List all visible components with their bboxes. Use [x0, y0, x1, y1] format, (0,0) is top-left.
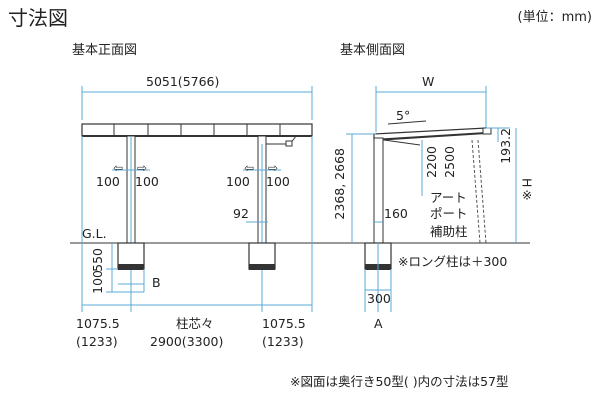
- ground-level-label: G.L.: [82, 226, 107, 241]
- arrow-left-icon: ⇦: [244, 161, 255, 175]
- offset-left-a: 100: [96, 174, 120, 189]
- w-label: W: [422, 74, 435, 89]
- arm-label-2: ポート: [430, 206, 468, 221]
- height-2500-label: 2500: [442, 146, 457, 178]
- height-193-label: 193.2: [498, 128, 513, 164]
- offset-right-a: 100: [135, 174, 159, 189]
- roof-ribs-front: [113, 124, 281, 136]
- post-width-label: 92: [233, 206, 249, 221]
- post-side: [373, 137, 384, 244]
- front-view-heading: 基本正面図: [72, 43, 138, 58]
- arrow-left-icon: ⇦: [113, 161, 124, 175]
- offset-left-b: 100: [226, 174, 250, 189]
- height-2200-label: 2200: [424, 146, 439, 178]
- b-label: B: [152, 275, 161, 290]
- long-post-note: ※ロング柱は＋300: [398, 254, 508, 269]
- roof-bracket-side: [383, 139, 421, 146]
- w160-label: 160: [384, 206, 408, 221]
- depth-100-label: 100: [90, 270, 105, 294]
- height-2368-label: 2368, 2668: [332, 148, 347, 220]
- foundation-right-base: [249, 264, 275, 270]
- w300-label: 300: [367, 291, 391, 306]
- left-edge-value: 1075.5: [76, 316, 120, 331]
- roof-panel-front: [81, 123, 313, 137]
- roof-beam-side: [373, 132, 487, 141]
- gutter-side: [482, 127, 492, 135]
- depth-550-label: 550: [90, 248, 105, 272]
- arm-label-3: 補助柱: [430, 224, 468, 239]
- foundation-left-base: [118, 264, 144, 270]
- offset-right-b: 100: [266, 174, 290, 189]
- unit-label: (単位：mm): [517, 10, 592, 25]
- page-title: 寸法図: [8, 6, 68, 30]
- arm-label-1: アート: [430, 190, 467, 205]
- center-label: 柱芯々: [176, 316, 214, 331]
- right-edge-value: 1075.5: [262, 316, 306, 331]
- arrow-right-icon: ⇨: [268, 161, 279, 175]
- left-edge-alt-value: (1233): [76, 334, 118, 349]
- center-value: 2900(3300): [150, 334, 224, 349]
- right-edge-alt-value: (1233): [262, 334, 304, 349]
- angle-label: 5°: [396, 108, 411, 123]
- gutter-front: [285, 140, 293, 147]
- front-total-width: 5051(5766): [146, 74, 220, 89]
- h-mark-label: H※: [519, 178, 535, 203]
- footer-note: ※図面は奥行き50型( )内の寸法は57型: [290, 374, 509, 389]
- arrow-right-icon: ⇨: [137, 161, 148, 175]
- angle-indicator-line: [387, 120, 427, 125]
- a-label: A: [374, 316, 383, 331]
- side-view-heading: 基本側面図: [340, 43, 406, 58]
- auxiliary-posts: [471, 139, 487, 244]
